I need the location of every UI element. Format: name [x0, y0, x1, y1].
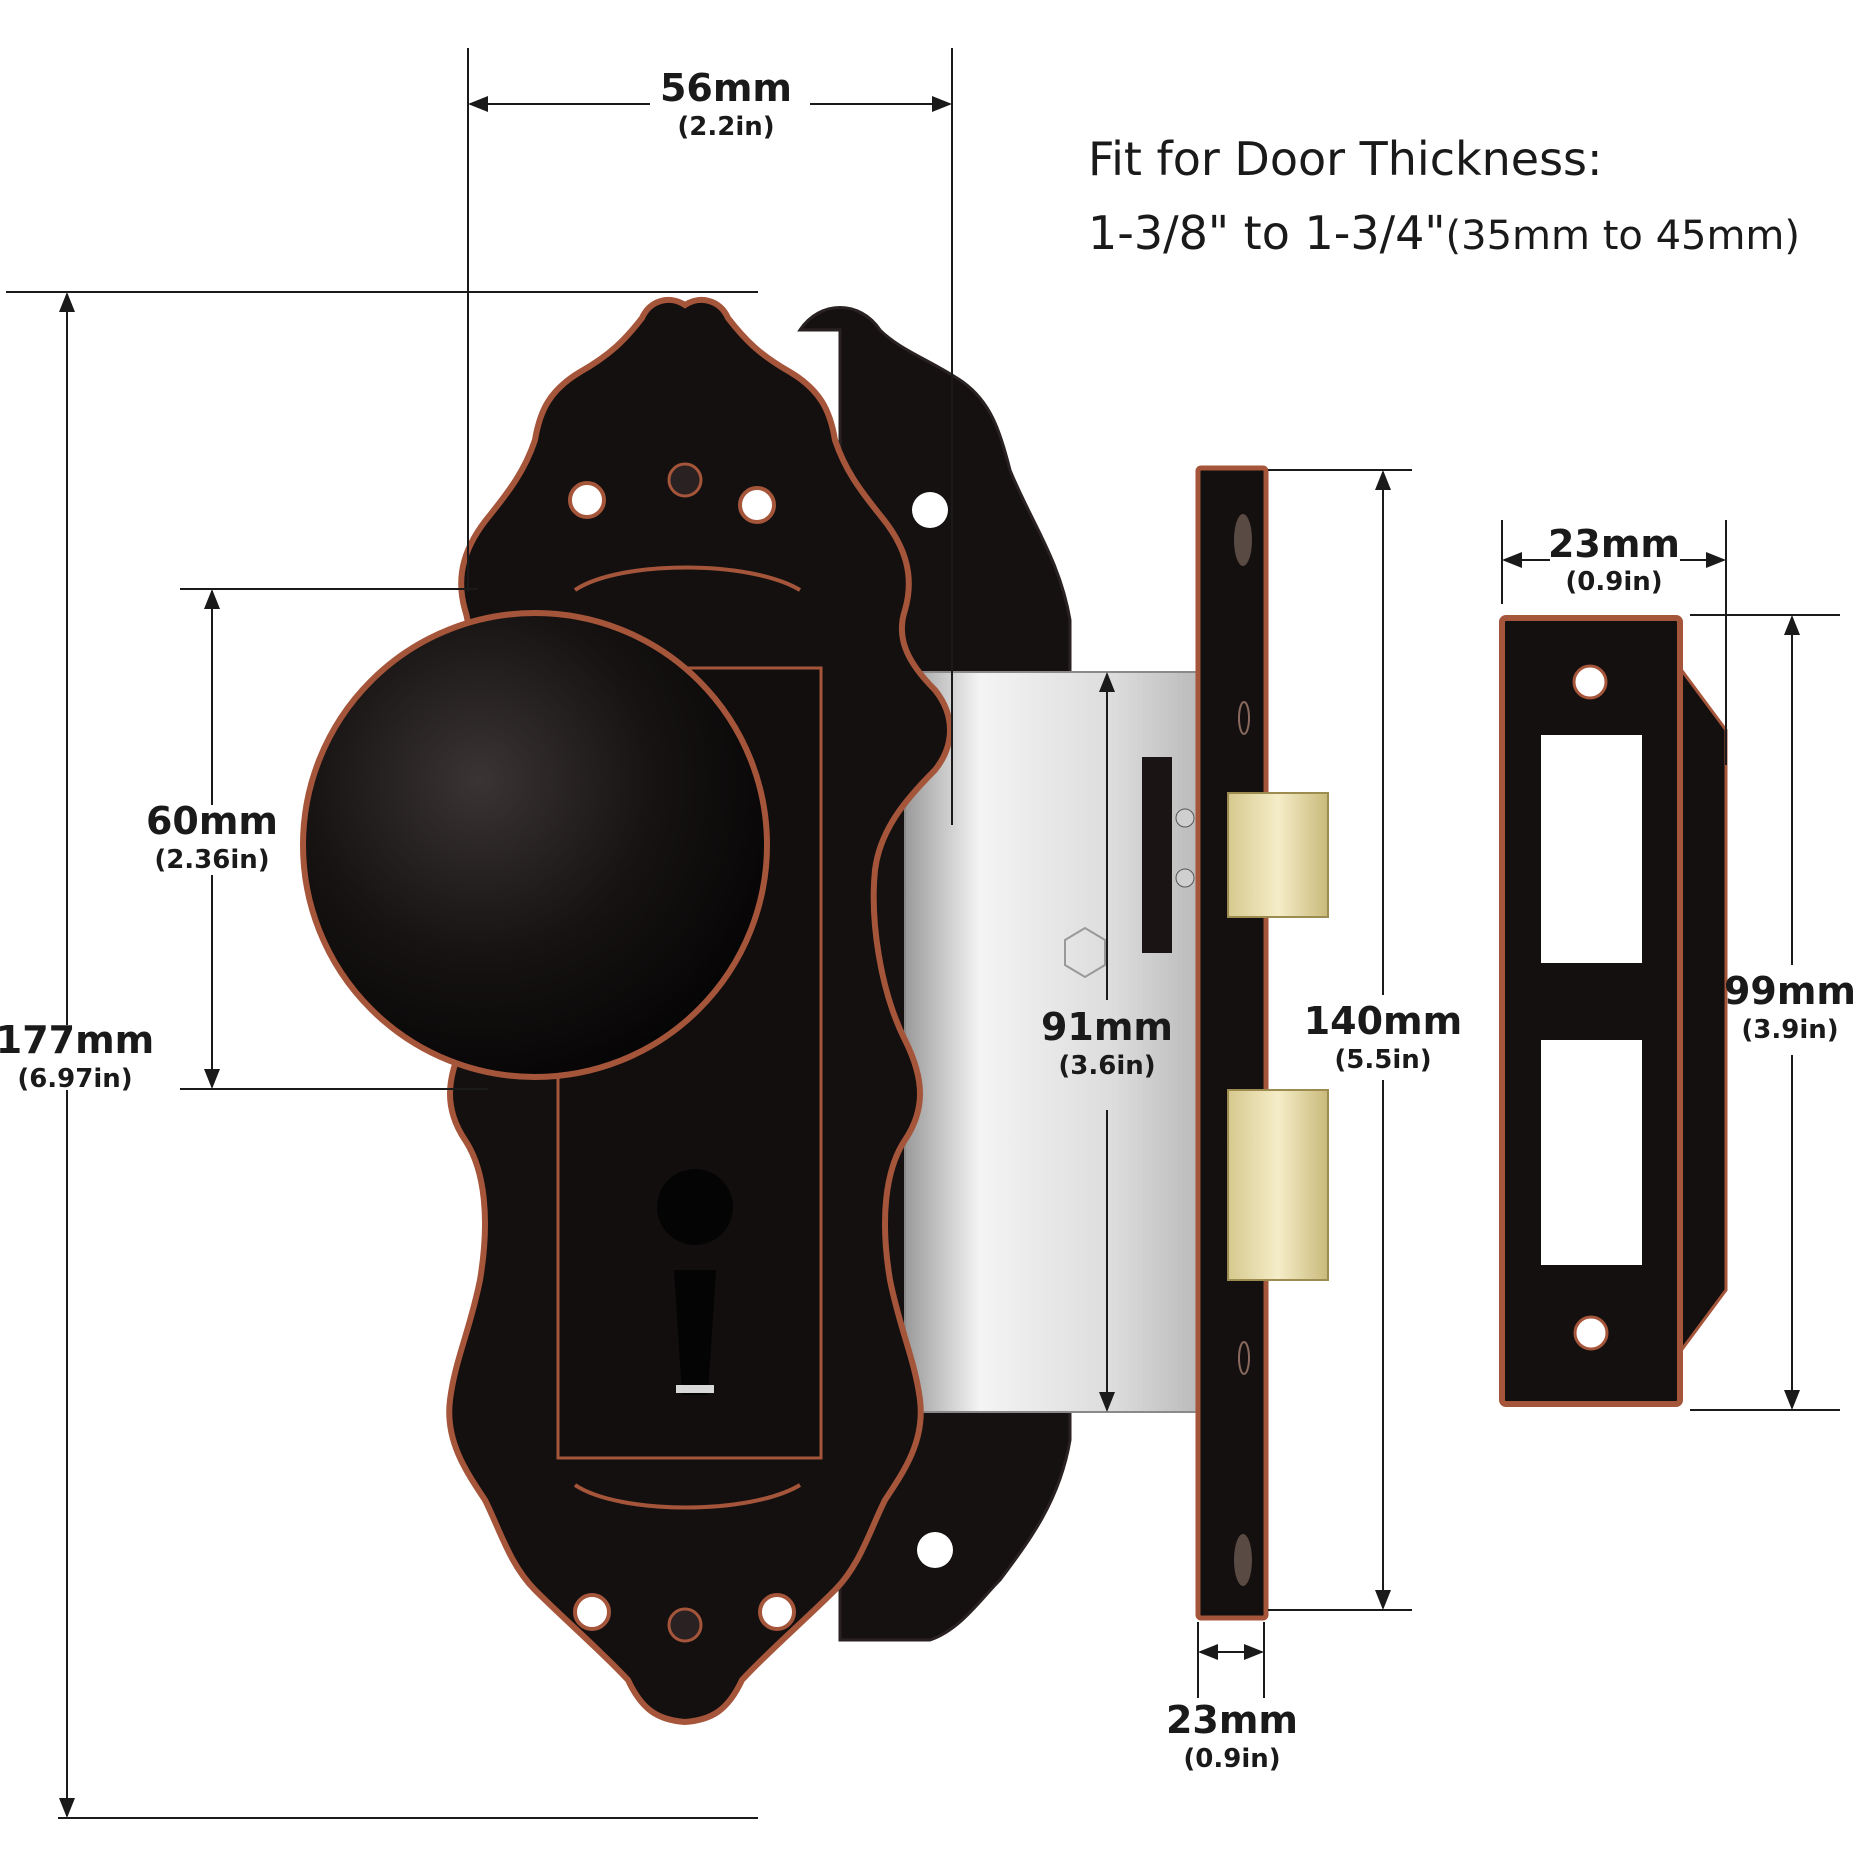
latch-bolt: [1227, 792, 1329, 918]
plate-width-mm-label: 56mm: [660, 66, 792, 110]
faceplate-slot-lower: [1238, 1341, 1250, 1375]
plate-scroll-top: [573, 565, 802, 592]
door-thickness-metric: (35mm to 45mm): [1445, 213, 1800, 259]
strike-width-mm-label: 23mm: [1548, 522, 1680, 566]
faceplate-height-mm-label: 140mm: [1304, 999, 1463, 1043]
faceplate-screw-hole: [1234, 514, 1252, 566]
faceplate-width-mm-label: 23mm: [1166, 1698, 1298, 1742]
faceplate-screw-hole-lower: [1234, 1534, 1252, 1586]
dead-bolt: [1227, 1089, 1329, 1281]
strike-bolt-opening: [1541, 1040, 1642, 1265]
strike-height-in-label: (3.9in): [1741, 1015, 1838, 1045]
dimension-lines: [6, 48, 1840, 1819]
strike-height-mm-label: 99mm: [1724, 969, 1856, 1013]
plate-screw-hole-bottom-right: [758, 1593, 796, 1631]
bracket-screw: [1175, 808, 1195, 828]
faceplate-width-in-label: (0.9in): [1183, 1744, 1280, 1774]
bracket-screw-lower: [1175, 868, 1195, 888]
rear-plate-screw-hole: [912, 492, 948, 528]
plate-width-in-label: (2.2in): [677, 112, 774, 142]
door-thickness-imperial: 1-3/8" to 1-3/4": [1088, 206, 1446, 260]
strike-width-in-label: (0.9in): [1565, 567, 1662, 597]
strike-plate-lip: [1678, 663, 1728, 1357]
knob-diameter-mm-label: 60mm: [146, 799, 278, 843]
plate-ornament-top: [667, 462, 703, 498]
mortise-faceplate: [1195, 465, 1269, 1621]
plate-height-in-label: (6.97in): [17, 1064, 132, 1094]
knob-diameter-in-label: (2.36in): [154, 845, 269, 875]
strike-latch-opening: [1541, 735, 1642, 963]
latch-mechanism-bracket: [1142, 757, 1172, 953]
strike-screw-hole-bottom: [1573, 1315, 1609, 1351]
spindle-hex-hole: [1064, 926, 1106, 979]
keyhole: [657, 1169, 734, 1395]
strike-screw-hole-top: [1572, 664, 1608, 700]
faceplate-height-in-label: (5.5in): [1334, 1045, 1431, 1075]
door-thickness-range: 1-3/8" to 1-3/4"(35mm to 45mm): [1088, 206, 1800, 260]
plate-screw-hole-bottom-left: [573, 1593, 611, 1631]
door-knob: [300, 610, 770, 1080]
rear-plate-screw-hole-lower: [917, 1532, 953, 1568]
lock-body-height-mm-label: 91mm: [1041, 1005, 1173, 1049]
plate-ornament-bottom: [667, 1607, 703, 1643]
plate-scroll-bottom: [573, 1483, 802, 1510]
lock-body-height-in-label: (3.6in): [1058, 1051, 1155, 1081]
plate-screw-hole-top-left: [568, 481, 606, 519]
keyhole-bar: [676, 1385, 714, 1393]
plate-height-mm-label: 177mm: [0, 1018, 154, 1062]
door-thickness-title: Fit for Door Thickness:: [1088, 132, 1603, 186]
faceplate-slot: [1238, 701, 1250, 735]
plate-screw-hole-top-right: [738, 486, 776, 524]
